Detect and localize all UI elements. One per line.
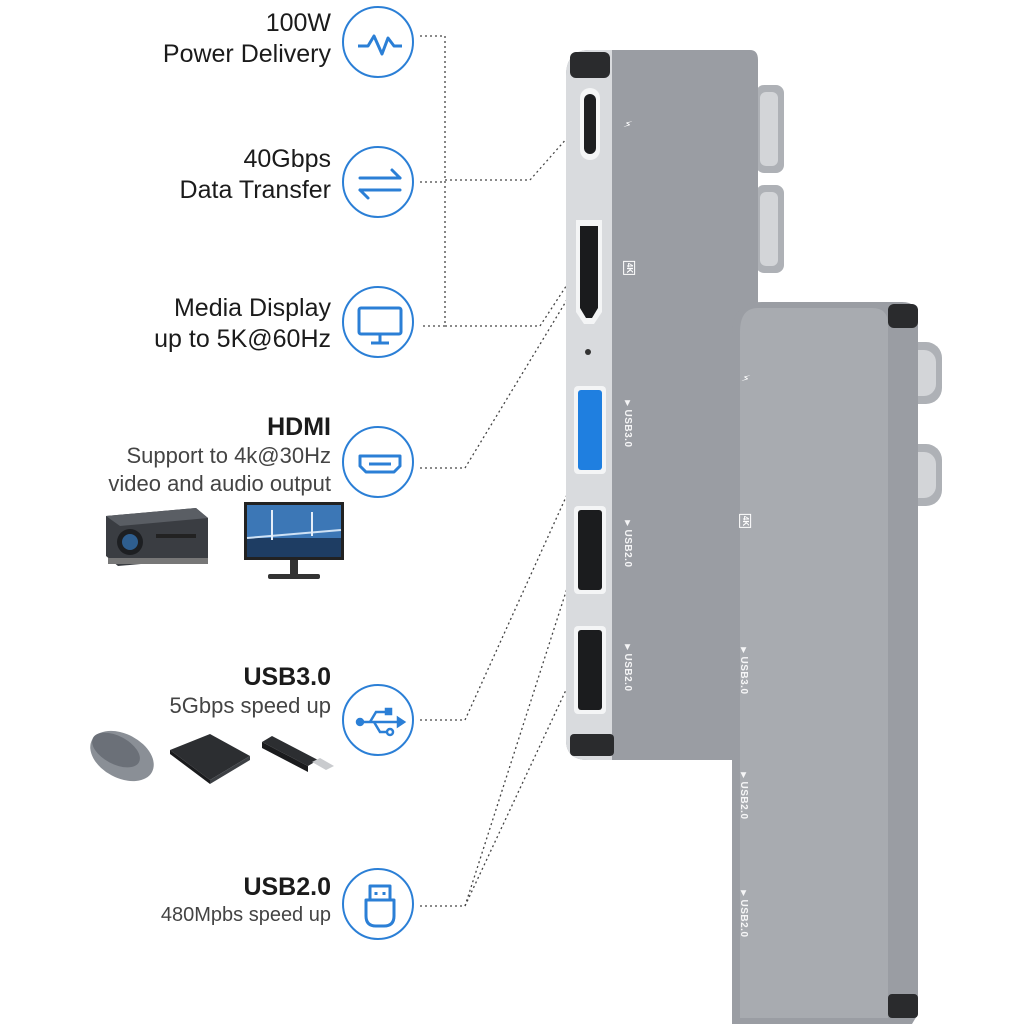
label-usb30: ▼USB3.0	[738, 645, 749, 695]
usb-symbol-icon	[342, 684, 414, 756]
feature-line: Power Delivery	[162, 40, 331, 68]
monitor-icon	[342, 286, 414, 358]
feature-line: 5Gbps speed up	[169, 693, 331, 718]
label-usb20: ▼USB2.0	[738, 888, 749, 938]
projector-image	[106, 508, 208, 566]
mouse-image	[90, 730, 154, 782]
usb-c-hub-back	[566, 50, 784, 760]
hdmi-port-icon	[342, 426, 414, 498]
label-usb20: ▼USB2.0	[738, 770, 749, 820]
feature-hdmi: HDMI Support to 4k@30Hz video and audio …	[108, 412, 331, 498]
feature-usb2: USB2.0 480Mpbs speed up	[161, 872, 331, 928]
feature-data-transfer: 40Gbps Data Transfer	[180, 144, 331, 206]
feature-title: USB3.0	[243, 663, 331, 691]
feature-usb3: USB3.0 5Gbps speed up	[170, 662, 331, 720]
feature-title: USB2.0	[243, 873, 331, 901]
feature-line: 480Mpbs speed up	[160, 904, 331, 926]
feature-line: 40Gbps	[243, 145, 331, 173]
transfer-arrows-icon	[342, 146, 414, 218]
feature-power-delivery: 100W Power Delivery	[163, 8, 331, 70]
monitor-image	[244, 502, 344, 579]
feature-line: Media Display	[173, 294, 331, 322]
feature-line: up to 5K@60Hz	[154, 325, 331, 353]
flash-drive-image	[262, 736, 334, 772]
label-usb30: ▼USB3.0	[622, 398, 633, 448]
pulse-icon	[342, 6, 414, 78]
feature-media-display: Media Display up to 5K@60Hz	[154, 293, 331, 355]
feature-title: HDMI	[267, 413, 331, 441]
usb-connector-icon	[342, 868, 414, 940]
label-usb20: ▼USB2.0	[622, 642, 633, 692]
hard-drive-image	[170, 734, 250, 784]
feature-line: Data Transfer	[179, 176, 331, 204]
feature-line: Support to 4k@30Hz	[126, 443, 331, 468]
label-4k: 4K	[739, 513, 752, 529]
label-4k: 4K	[623, 260, 636, 276]
label-usb20: ▼USB2.0	[622, 518, 633, 568]
feature-line: video and audio output	[108, 471, 331, 496]
feature-line: 100W	[265, 9, 331, 37]
usb-c-hub-front	[732, 302, 942, 1024]
